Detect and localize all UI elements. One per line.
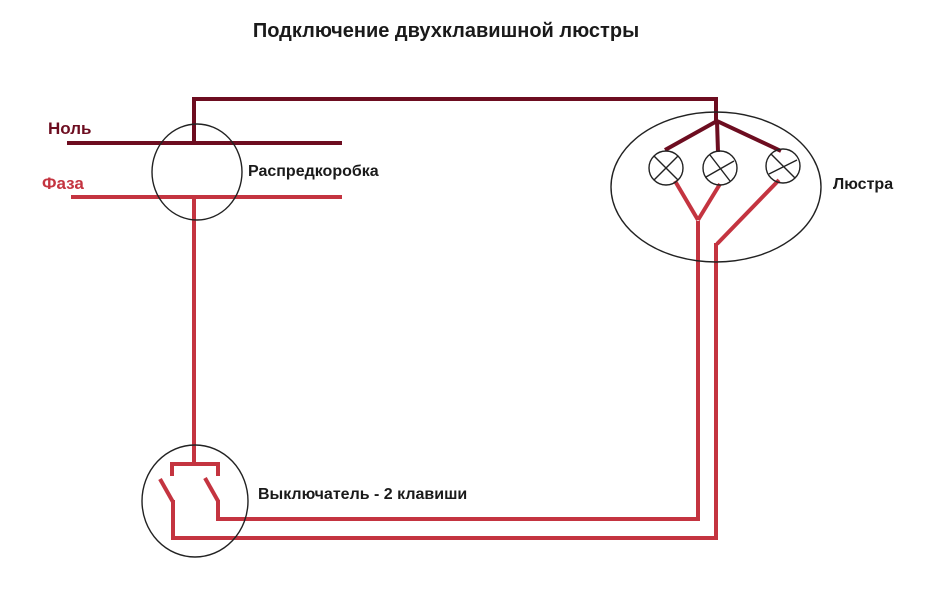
neutral-wire-label: Ноль bbox=[48, 119, 92, 138]
switch-input-bar bbox=[170, 462, 220, 476]
phase-wires bbox=[71, 178, 781, 540]
switch-key1-lever bbox=[158, 478, 175, 503]
switched-line2-wire bbox=[171, 243, 718, 540]
junction-box-label: Распредкоробка bbox=[248, 163, 379, 180]
lamp-1-symbol bbox=[648, 150, 684, 186]
neutral-branch-lamp2-wire bbox=[715, 120, 720, 153]
lamp-3-symbol bbox=[765, 148, 801, 184]
lamp-2-cross bbox=[709, 154, 731, 182]
switch-label: Выключатель - 2 клавиши bbox=[258, 486, 467, 503]
neutral-branch-lamp3-wire bbox=[716, 119, 782, 153]
lamp3-feed-wire bbox=[715, 178, 781, 246]
lamp-2-cross bbox=[705, 160, 735, 178]
switched-line1-wire bbox=[216, 221, 700, 521]
junction-box-circle bbox=[151, 123, 243, 221]
neutral-branch-lamp1-wire bbox=[664, 119, 718, 152]
diagram-title: Подключение двухклавишной люстры bbox=[253, 20, 639, 42]
lamp-1-cross bbox=[653, 155, 679, 181]
chandelier-label: Люстра bbox=[833, 176, 893, 193]
lamp-2-symbol bbox=[702, 150, 738, 186]
black-labels: Подключение двухклавишной люстры Распред… bbox=[248, 20, 893, 503]
lamp2-feed-wire bbox=[696, 182, 722, 222]
component-outlines bbox=[141, 111, 822, 558]
lamp-3-circle bbox=[765, 148, 801, 184]
lamp-3-cross bbox=[768, 159, 798, 175]
lamp1-feed-wire bbox=[673, 179, 700, 222]
phase-wire-label: Фаза bbox=[42, 174, 84, 193]
chandelier-ellipse bbox=[610, 111, 822, 263]
neutral-top-run-wire bbox=[192, 97, 718, 143]
neutral-wires bbox=[67, 97, 782, 153]
switch-key2-lever bbox=[203, 477, 220, 502]
lamp-3-cross bbox=[770, 153, 796, 179]
switch-circle bbox=[141, 444, 249, 558]
lamp-1-circle bbox=[648, 150, 684, 186]
lamp-2-circle bbox=[702, 150, 738, 186]
